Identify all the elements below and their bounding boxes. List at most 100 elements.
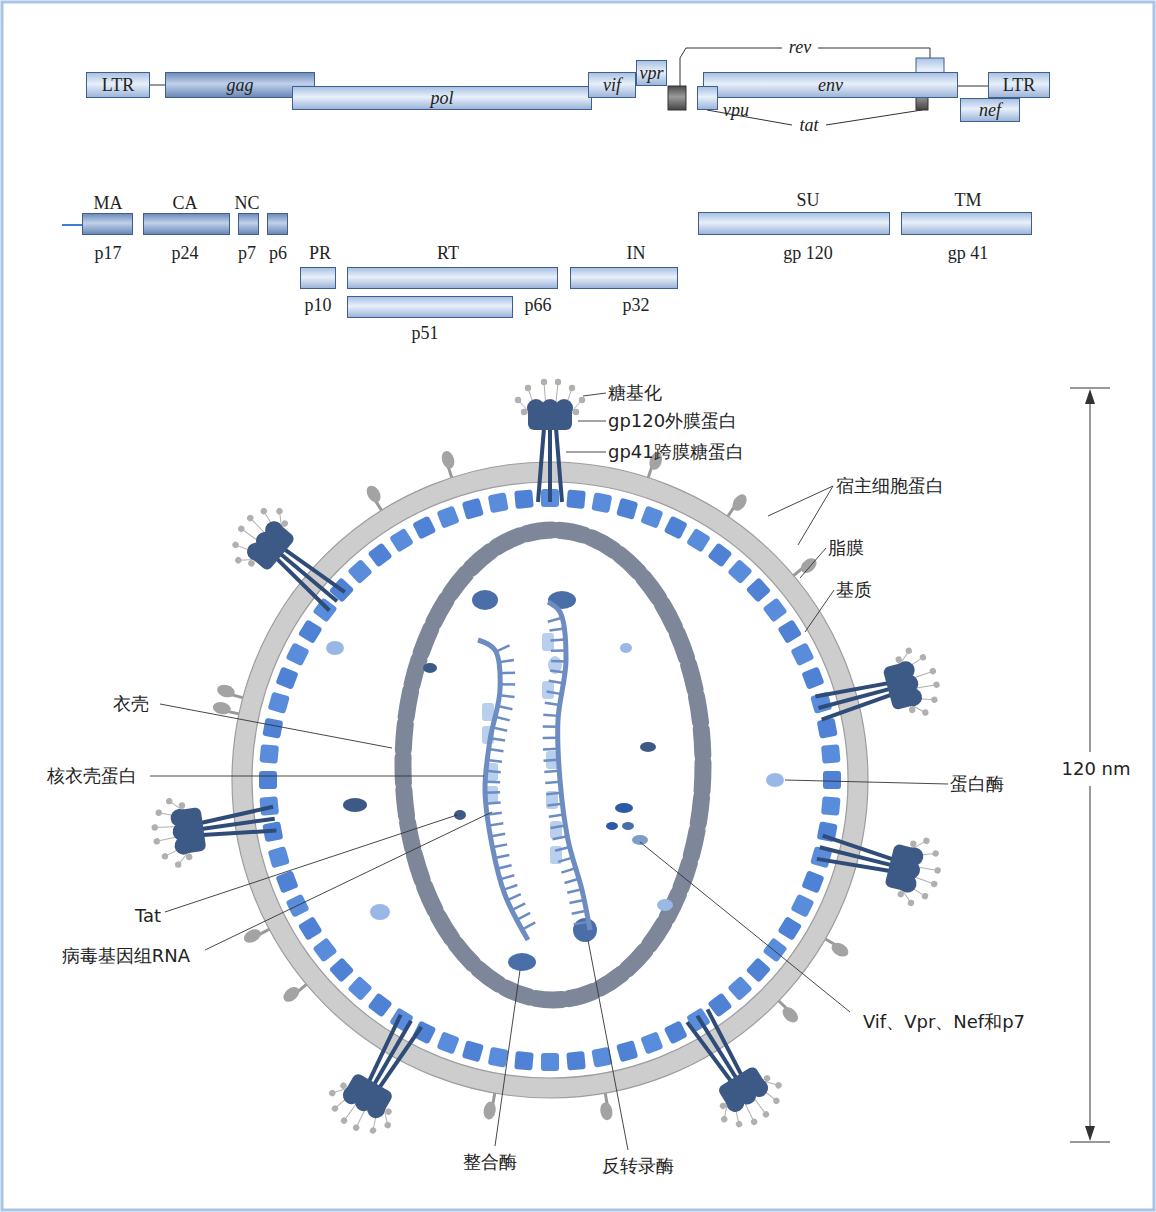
envelope-spike (200, 807, 274, 823)
virion (252, 482, 848, 1078)
leader-line (805, 590, 834, 632)
viral-protein (632, 835, 648, 845)
envelope-spike (921, 709, 929, 717)
envelope-spike (921, 892, 929, 900)
matrix-protein (298, 619, 323, 644)
protein-box: p6 (267, 213, 288, 235)
viral-protein (343, 798, 367, 812)
envelope-spike (811, 813, 948, 911)
genome-rna (548, 602, 590, 930)
viral-protein (423, 663, 437, 673)
viral-protein (622, 822, 634, 830)
gene-name: pol (430, 89, 453, 107)
envelope-spike (720, 1115, 729, 1124)
envelope-spike (234, 556, 243, 565)
dimension-arrow (1090, 786, 1091, 1138)
gene-box: LTR (988, 72, 1050, 98)
genome-rna (548, 618, 562, 622)
matrix-protein (367, 992, 392, 1017)
callout-label: 衣壳 (113, 695, 149, 713)
protein-box: p51 (347, 296, 513, 318)
viral-protein (508, 953, 536, 971)
matrix-protein (462, 1040, 484, 1062)
matrix-protein (801, 870, 824, 893)
genome-rna (546, 793, 561, 794)
genome-rna (570, 900, 585, 903)
envelope-spike (750, 1117, 759, 1126)
envelope-spike (933, 681, 941, 689)
viral-protein (640, 742, 656, 752)
matrix-protein (746, 577, 771, 602)
host-protein (780, 1004, 801, 1025)
envelope-spike (148, 379, 948, 1145)
matrix-protein (616, 498, 638, 520)
envelope-spike (548, 428, 552, 502)
envelope-spike (521, 409, 527, 415)
matrix-protein (664, 515, 688, 539)
matrix-protein (777, 619, 802, 644)
gene-box: vpr (636, 60, 667, 86)
genome-rna (503, 885, 517, 890)
matrix-protein (566, 489, 586, 509)
matrix-protein (259, 744, 279, 764)
gene-name: env (818, 76, 843, 94)
envelope-spike (905, 647, 913, 655)
host-protein (798, 555, 820, 576)
gene-box: vif (588, 72, 636, 98)
genome-rna (551, 660, 566, 663)
protein-name: p17 (95, 244, 122, 262)
leader-line (583, 393, 606, 396)
callout-label: 蛋白酶 (950, 775, 1004, 793)
genome-rna (517, 913, 530, 920)
genome-rna (550, 629, 565, 631)
genome-rna (500, 875, 514, 879)
gene-box: LTR (86, 72, 150, 98)
host-protein (281, 984, 303, 1005)
matrix-protein (412, 515, 436, 539)
nucleocapsid-protein (542, 681, 554, 699)
envelope-spike (774, 1081, 783, 1090)
host-protein (829, 940, 851, 959)
host-protein (242, 926, 264, 945)
matrix-protein (640, 1031, 663, 1054)
genome-rna (522, 922, 535, 929)
viral-protein (615, 803, 633, 813)
protein-box: TMgp 41 (901, 212, 1032, 235)
genome-rna (545, 703, 560, 705)
genome-rna (549, 681, 564, 684)
genome-rna (507, 894, 521, 900)
envelope-spike (178, 802, 185, 809)
callout-label: gp120外膜蛋白 (608, 412, 737, 430)
genome-rna (486, 771, 501, 772)
genome-rna (558, 858, 572, 862)
genome-rna (496, 645, 510, 651)
envelope-spike (259, 507, 268, 516)
genome-rna (543, 725, 558, 728)
genome-rna (478, 640, 528, 940)
genome-rna (543, 715, 558, 716)
protein-name: p24 (172, 244, 199, 262)
protein-name: p32 (623, 296, 650, 314)
genome-lines (958, 86, 988, 87)
envelope-spike (555, 399, 573, 417)
callout-label: gp41跨膜糖蛋白 (608, 443, 744, 461)
genome-rna (567, 889, 582, 893)
envelope-spike (902, 686, 924, 708)
genome-rna (499, 660, 514, 662)
genome-rna (493, 727, 508, 730)
matrix-protein (436, 505, 459, 528)
matrix-protein (664, 1020, 688, 1044)
envelope-spike (929, 667, 937, 675)
matrix-protein (275, 666, 298, 689)
protein-name: RT (437, 244, 459, 262)
protein-name: CA (172, 194, 197, 212)
envelope-spike (246, 514, 255, 523)
virion (232, 462, 868, 1098)
genome-rna (512, 903, 525, 910)
protein-box: RTp66 (347, 267, 558, 289)
envelope-spike (231, 540, 240, 549)
leader-line (495, 970, 520, 1146)
nucleocapsid-protein (482, 703, 494, 721)
matrix-protein (616, 1040, 638, 1062)
